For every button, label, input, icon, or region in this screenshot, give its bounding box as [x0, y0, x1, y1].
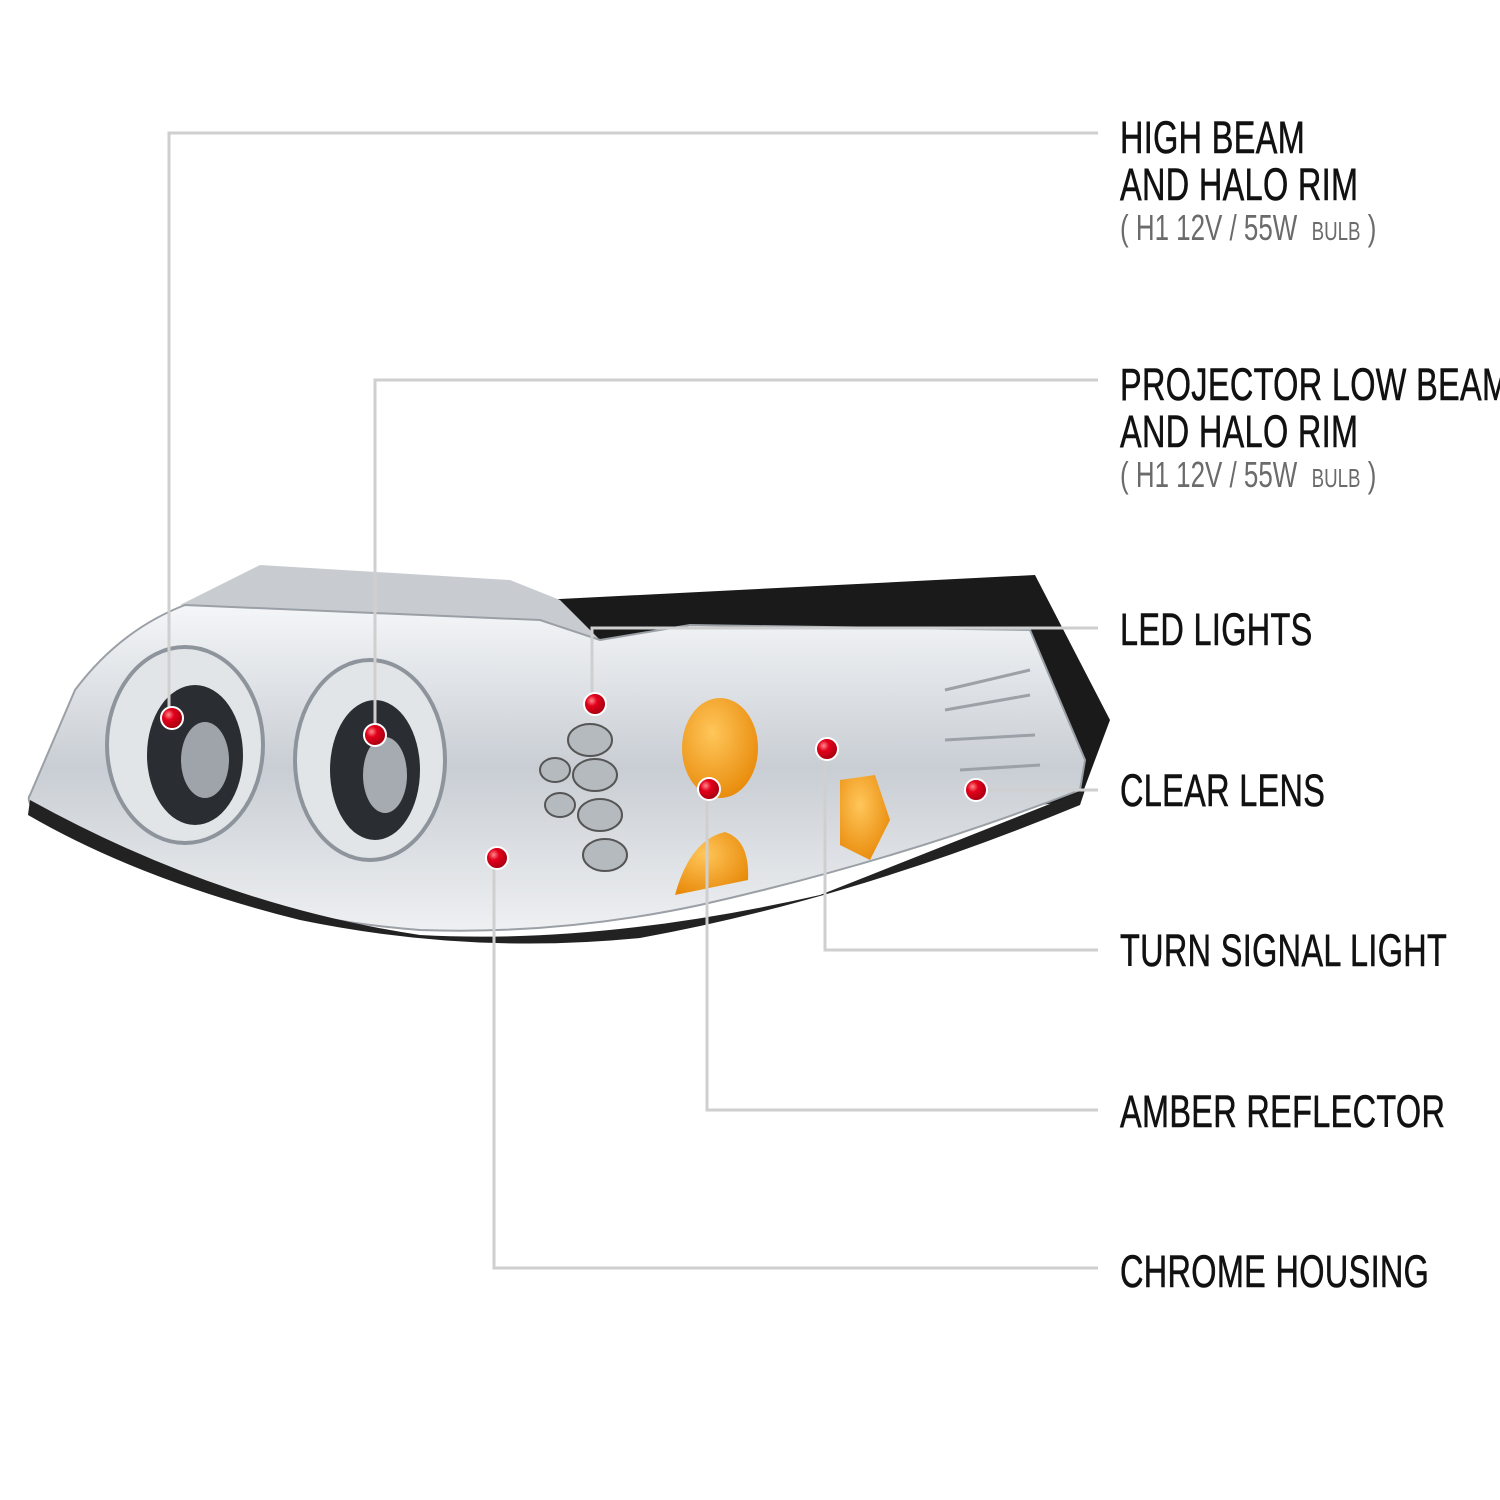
- callout-amber-reflector: AMBER REFLECTOR: [1120, 1086, 1446, 1137]
- callout-high-beam: HIGH BEAM AND HALO RIM ( H1 12V / 55W BU…: [1120, 112, 1377, 251]
- callout-led-lights: LED LIGHTS: [1120, 604, 1313, 655]
- led-array: [539, 723, 628, 872]
- callout-low-beam: PROJECTOR LOW BEAM AND HALO RIM ( H1 12V…: [1120, 361, 1500, 498]
- marker-led: [583, 692, 607, 716]
- turn-signal-amber: [840, 775, 890, 860]
- marker-chrome: [485, 846, 509, 870]
- leader-amber: [705, 789, 1098, 1112]
- callout-spec: ( H1 12V / 55W BULB ): [1120, 454, 1377, 495]
- callout-title: CLEAR LENS: [1120, 765, 1326, 816]
- callout-title: TURN SIGNAL LIGHT: [1120, 925, 1448, 976]
- callout-title: CHROME HOUSING: [1120, 1246, 1430, 1297]
- callout-title: PROJECTOR LOW BEAM: [1120, 359, 1500, 410]
- leader-high-beam: [167, 131, 1098, 718]
- leader-low-beam: [373, 378, 1098, 735]
- marker-amber: [697, 777, 721, 801]
- amber-reflector: [682, 698, 758, 798]
- marker-turn-signal: [815, 737, 839, 761]
- amber-reflector-lower: [675, 832, 749, 895]
- marker-low-beam: [363, 723, 387, 747]
- callout-clear-lens: CLEAR LENS: [1120, 765, 1326, 816]
- clear-lens-ribs: [944, 668, 1041, 772]
- leader-led: [590, 626, 1098, 704]
- callout-turn-signal: TURN SIGNAL LIGHT: [1120, 925, 1448, 976]
- callout-title: AND HALO RIM: [1120, 159, 1359, 210]
- callout-title: AMBER REFLECTOR: [1120, 1086, 1446, 1137]
- marker-clear-lens: [964, 778, 988, 802]
- markers: [160, 692, 988, 870]
- marker-high-beam: [160, 706, 184, 730]
- leader-lines: [167, 131, 1098, 1270]
- leader-turn-signal: [823, 749, 1098, 952]
- callout-spec: ( H1 12V / 55W BULB ): [1120, 207, 1377, 248]
- callout-title: HIGH BEAM: [1120, 112, 1306, 163]
- callout-title: AND HALO RIM: [1120, 406, 1359, 457]
- leader-chrome: [492, 858, 1098, 1270]
- callout-chrome-housing: CHROME HOUSING: [1120, 1246, 1430, 1297]
- callout-title: LED LIGHTS: [1120, 604, 1313, 655]
